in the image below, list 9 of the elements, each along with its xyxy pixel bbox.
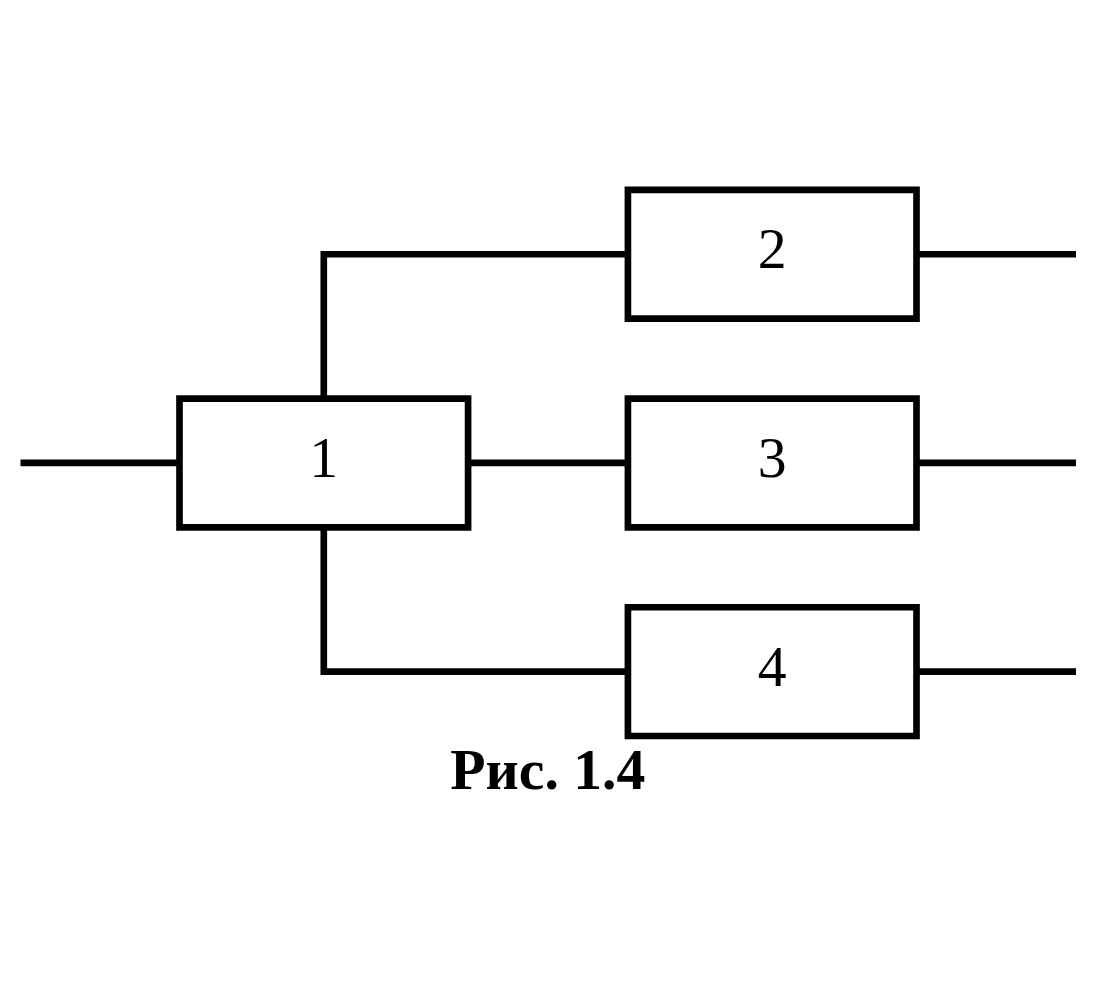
node-box: 3 [624, 395, 920, 531]
node-box: 4 [624, 603, 920, 740]
caption: Рис. 1.4 [450, 737, 646, 801]
node-box: 2 [624, 186, 920, 322]
connector [20, 459, 180, 467]
connector [320, 527, 628, 675]
node-box: 1 [176, 395, 472, 531]
connector [468, 459, 628, 467]
connector [320, 250, 628, 399]
